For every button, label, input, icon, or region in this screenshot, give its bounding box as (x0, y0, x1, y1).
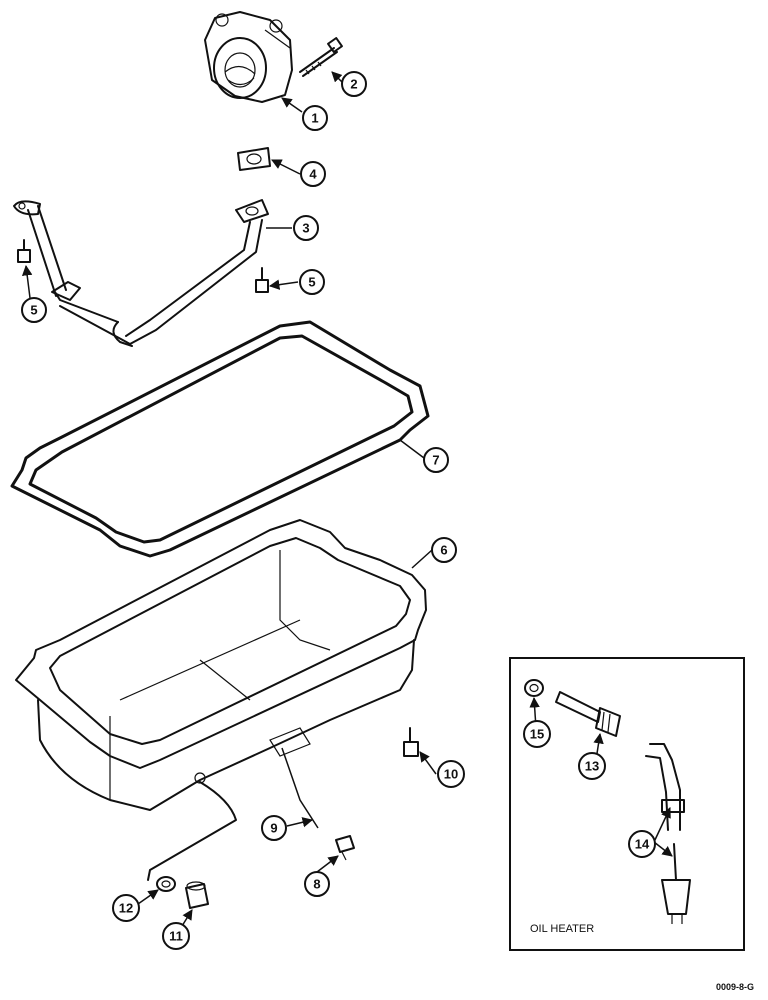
callout-4: 4 (300, 161, 326, 187)
svg-text:14: 14 (635, 837, 650, 852)
oil-heater-label: OIL HEATER (530, 923, 594, 935)
washer-12 (156, 876, 176, 892)
oil-pump (204, 11, 293, 103)
callout-leaders (21, 71, 673, 927)
callout-5-left: 5 (21, 297, 47, 323)
pump-bolt (299, 37, 343, 77)
callout-5-right: 5 (299, 269, 325, 295)
callout-12: 12 (112, 894, 140, 922)
capscrew-left (17, 239, 31, 263)
drawing-code: 0009-8-G (716, 982, 754, 992)
callout-3: 3 (293, 215, 319, 241)
svg-text:1: 1 (311, 111, 318, 126)
svg-text:11: 11 (169, 929, 183, 944)
svg-text:5: 5 (308, 275, 315, 290)
callout-8: 8 (304, 871, 330, 897)
suction-tube (13, 199, 269, 347)
oil-heater-inset (509, 657, 745, 951)
svg-text:3: 3 (302, 221, 309, 236)
svg-text:15: 15 (530, 727, 544, 742)
plug-8 (335, 835, 355, 861)
callout-13: 13 (578, 752, 606, 780)
plug-11 (185, 881, 209, 909)
svg-text:10: 10 (444, 767, 458, 782)
callout-14: 14 (628, 830, 656, 858)
heater-element (555, 691, 621, 737)
callout-6: 6 (431, 537, 457, 563)
callout-7: 7 (423, 447, 449, 473)
heater-cord (645, 743, 691, 924)
oil-pan-gasket (10, 320, 430, 558)
callout-9: 9 (261, 815, 287, 841)
svg-text:5: 5 (30, 303, 37, 318)
svg-text:2: 2 (350, 77, 357, 92)
drain-plug-10 (403, 727, 419, 757)
capscrew-right (255, 267, 269, 293)
dipstick-tube (147, 772, 237, 881)
svg-text:8: 8 (313, 877, 320, 892)
svg-text:12: 12 (119, 901, 133, 916)
svg-text:6: 6 (440, 543, 447, 558)
heater-washer (524, 679, 544, 697)
callout-15: 15 (523, 720, 551, 748)
callout-2: 2 (341, 71, 367, 97)
svg-text:9: 9 (270, 821, 277, 836)
callout-1: 1 (302, 105, 328, 131)
svg-text:7: 7 (432, 453, 439, 468)
oil-pan (15, 519, 427, 811)
callout-10: 10 (437, 760, 465, 788)
callout-11: 11 (162, 922, 190, 950)
svg-text:4: 4 (309, 167, 317, 182)
svg-text:13: 13 (585, 759, 599, 774)
pickup-gasket (237, 147, 271, 171)
